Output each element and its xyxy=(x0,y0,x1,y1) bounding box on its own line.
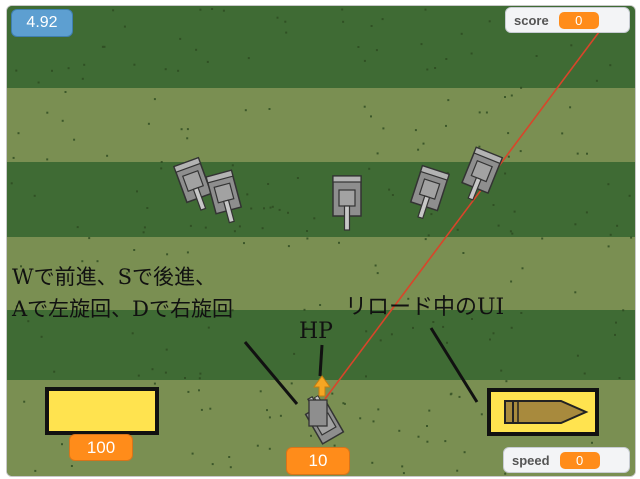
score-monitor: score 0 xyxy=(505,7,630,33)
speed-monitor: speed 0 xyxy=(503,447,630,473)
game-stage[interactable]: 4.92 score 0 speed 0 100 10 Wで前進、Sで後進、 A… xyxy=(6,5,636,477)
player-tank-hull xyxy=(308,399,328,427)
hp-value: 100 xyxy=(69,434,133,461)
enemy-tank-icon xyxy=(172,156,213,211)
hp-bar xyxy=(45,387,159,435)
controls-note-line1: Wで前進、Sで後進、 xyxy=(12,265,216,289)
controls-note-line2: Aで左旋回、Dで右旋回 xyxy=(12,297,234,321)
score-label: score xyxy=(514,12,549,28)
battlefield-layer xyxy=(10,8,633,475)
enemy-tank-icon xyxy=(409,164,451,220)
controls-pointer-line xyxy=(243,341,299,405)
bullet-icon xyxy=(504,400,589,424)
hp-pointer-line xyxy=(318,344,324,377)
grass-stripe-light xyxy=(7,237,635,310)
reload-note: リロード中のUI xyxy=(345,295,505,320)
reload-indicator xyxy=(487,388,599,436)
reload-pointer-line xyxy=(429,327,479,403)
grass-stripe-dark xyxy=(7,162,635,237)
enemy-tank-icon xyxy=(205,169,243,224)
timer-display: 4.92 xyxy=(11,9,73,37)
enemy-tank-icon xyxy=(332,175,362,231)
speed-label: speed xyxy=(512,452,550,468)
laser-sight-line xyxy=(324,27,603,400)
ammo-count: 10 xyxy=(286,447,350,475)
hp-note: HP xyxy=(299,319,333,344)
up-arrow-icon xyxy=(313,375,331,397)
score-value: 0 xyxy=(558,11,599,29)
enemy-tank-icon xyxy=(461,146,504,201)
speed-value: 0 xyxy=(559,451,600,469)
